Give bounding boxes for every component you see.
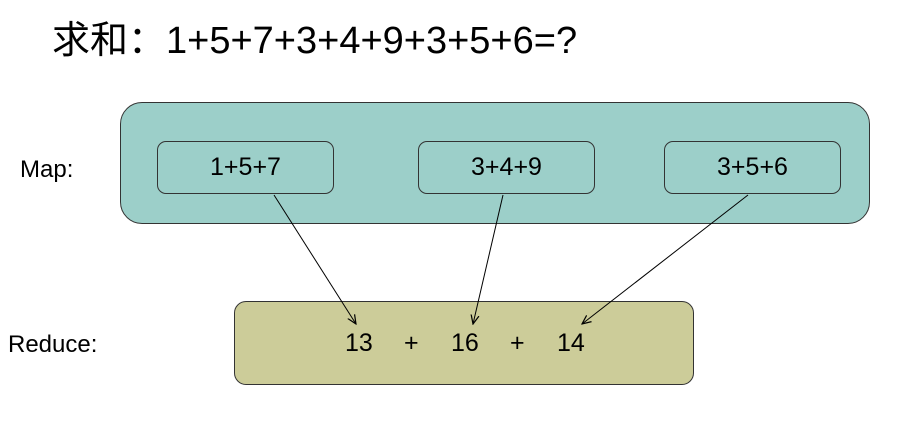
map-box-3: 3+5+6 xyxy=(664,141,841,194)
reduce-label: Reduce: xyxy=(8,331,98,358)
reduce-value-1: 13 xyxy=(345,329,373,357)
reduce-operator-2: + xyxy=(510,329,525,357)
page-title: 求和：1+5+7+3+4+9+3+5+6=? xyxy=(52,14,577,67)
title-prefix: 求和： xyxy=(52,18,167,62)
reduce-value-2: 16 xyxy=(451,329,479,357)
map-box-1: 1+5+7 xyxy=(157,141,334,194)
map-label: Map: xyxy=(20,156,74,183)
title-expression: 1+5+7+3+4+9+3+5+6=? xyxy=(166,20,578,62)
reduce-value-3: 14 xyxy=(557,329,585,357)
reduce-operator-1: + xyxy=(404,329,419,357)
map-box-2: 3+4+9 xyxy=(418,141,595,194)
